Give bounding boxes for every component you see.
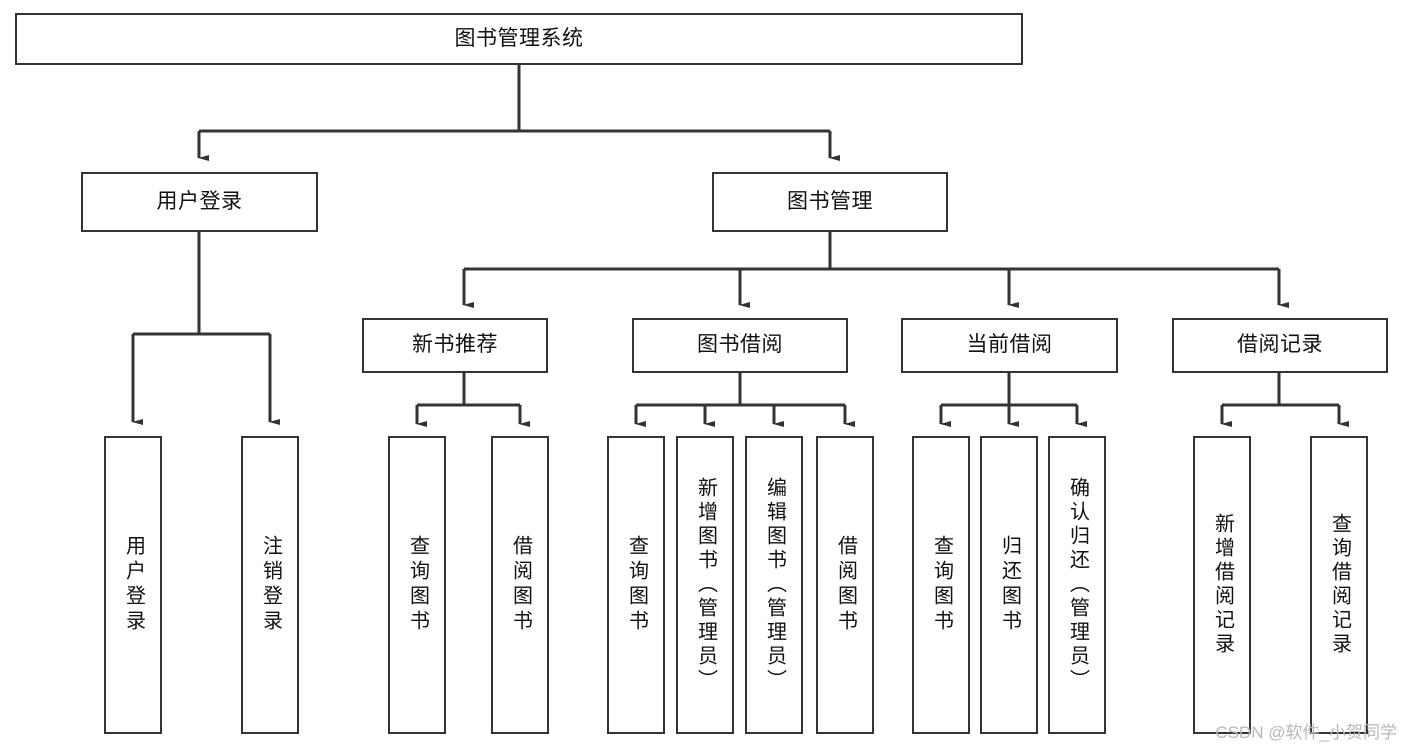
node-book-borrow-label: 图书借阅 (697, 333, 783, 357)
leaf-query-borrow-record[interactable]: 查询借阅记录 (1310, 436, 1368, 734)
leaf-borrow-books-label: 借阅图书 (834, 535, 857, 635)
leaf-add-borrow-record[interactable]: 新增借阅记录 (1193, 436, 1251, 734)
node-user-login[interactable]: 用户登录 (81, 172, 318, 232)
leaf-borrow-books[interactable]: 借阅图书 (816, 436, 874, 734)
node-root[interactable]: 图书管理系统 (15, 13, 1023, 65)
leaf-query-books-borrow[interactable]: 查询图书 (607, 436, 665, 734)
leaf-add-book-admin-label: 新增图书（管理员） (694, 477, 717, 693)
leaf-borrow-books-recommend-label: 借阅图书 (509, 535, 532, 635)
csdn-watermark: CSDN @软件_小贺同学 (1215, 723, 1397, 742)
node-book-management[interactable]: 图书管理 (712, 172, 948, 232)
leaf-user-login[interactable]: 用户登录 (104, 436, 162, 734)
leaf-confirm-return-admin[interactable]: 确认归还（管理员） (1048, 436, 1106, 734)
leaf-user-login-label: 用户登录 (122, 535, 145, 635)
leaf-edit-book-admin-label: 编辑图书（管理员） (763, 477, 786, 693)
node-borrow-records[interactable]: 借阅记录 (1172, 318, 1388, 373)
leaf-confirm-return-admin-label: 确认归还（管理员） (1066, 477, 1089, 693)
leaf-query-books-recommend-label: 查询图书 (406, 535, 429, 635)
leaf-query-books-recommend[interactable]: 查询图书 (388, 436, 446, 734)
leaf-add-borrow-record-label: 新增借阅记录 (1211, 513, 1234, 657)
leaf-add-book-admin[interactable]: 新增图书（管理员） (676, 436, 734, 734)
leaf-edit-book-admin[interactable]: 编辑图书（管理员） (745, 436, 803, 734)
node-new-book-recommend[interactable]: 新书推荐 (362, 318, 548, 373)
leaf-logout[interactable]: 注销登录 (241, 436, 299, 734)
leaf-query-books-borrow-label: 查询图书 (625, 535, 648, 635)
leaf-borrow-books-recommend[interactable]: 借阅图书 (491, 436, 549, 734)
leaf-return-books[interactable]: 归还图书 (980, 436, 1038, 734)
node-book-management-label: 图书管理 (787, 189, 873, 213)
node-current-borrow-label: 当前借阅 (966, 333, 1053, 357)
node-book-borrow[interactable]: 图书借阅 (632, 318, 848, 373)
node-root-label: 图书管理系统 (454, 26, 584, 50)
leaf-query-books-current[interactable]: 查询图书 (912, 436, 970, 734)
leaf-return-books-label: 归还图书 (998, 535, 1021, 635)
node-user-login-label: 用户登录 (156, 189, 243, 213)
leaf-query-borrow-record-label: 查询借阅记录 (1328, 513, 1351, 657)
node-new-book-recommend-label: 新书推荐 (412, 333, 498, 357)
node-borrow-records-label: 借阅记录 (1237, 333, 1323, 357)
leaf-logout-label: 注销登录 (259, 535, 282, 635)
node-current-borrow[interactable]: 当前借阅 (901, 318, 1118, 373)
leaf-query-books-current-label: 查询图书 (930, 535, 953, 635)
